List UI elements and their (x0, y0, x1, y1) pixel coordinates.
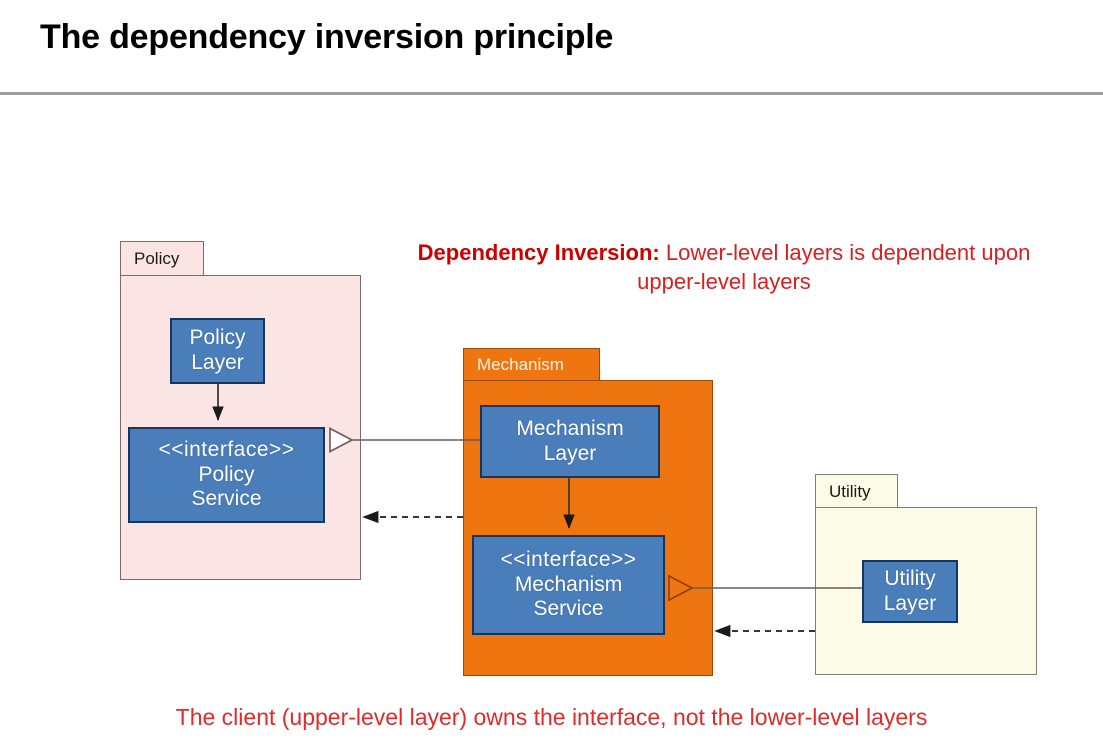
title-divider (0, 92, 1103, 95)
node-policy-service-stereotype: <<interface>> (158, 437, 295, 461)
callout-text: Lower-level layers is dependent upon upp… (637, 240, 1031, 295)
node-policy-service[interactable]: <<interface>> Policy Service (128, 427, 325, 523)
node-policy-service-line-1: Policy (198, 462, 255, 486)
node-mechanism-service[interactable]: <<interface>> Mechanism Service (472, 535, 665, 635)
package-mechanism-tab: Mechanism (463, 348, 600, 381)
package-policy-tab: Policy (120, 241, 204, 276)
node-policy-service-line-2: Service (191, 487, 262, 511)
node-mechanism-service-line-2: Service (533, 597, 604, 621)
package-policy-label: Policy (134, 249, 180, 268)
node-utility-layer[interactable]: Utility Layer (862, 560, 958, 623)
node-mechanism-layer[interactable]: Mechanism Layer (480, 405, 660, 478)
node-mechanism-layer-line-1: Mechanism (516, 416, 624, 440)
node-mechanism-layer-line-2: Layer (543, 441, 597, 465)
package-mechanism-label: Mechanism (477, 355, 564, 374)
callout-bold-prefix: Dependency Inversion: (417, 240, 660, 265)
node-policy-layer-line-1: Policy (189, 326, 246, 350)
node-policy-layer[interactable]: Policy Layer (170, 318, 265, 384)
package-policy[interactable]: Policy (120, 241, 361, 580)
node-mechanism-service-stereotype: <<interface>> (500, 547, 637, 571)
slide-caption: The client (upper-level layer) owns the … (175, 704, 928, 730)
node-utility-layer-line-1: Utility (884, 566, 936, 590)
node-policy-layer-line-2: Layer (191, 351, 244, 374)
package-utility-tab: Utility (815, 474, 898, 508)
callout-dependency-inversion: Dependency Inversion: Lower-level layers… (404, 238, 1044, 297)
page-title: The dependency inversion principle (40, 18, 614, 56)
node-utility-layer-line-2: Layer (883, 591, 937, 615)
node-mechanism-service-line-1: Mechanism (514, 572, 623, 596)
package-utility-label: Utility (829, 481, 871, 501)
